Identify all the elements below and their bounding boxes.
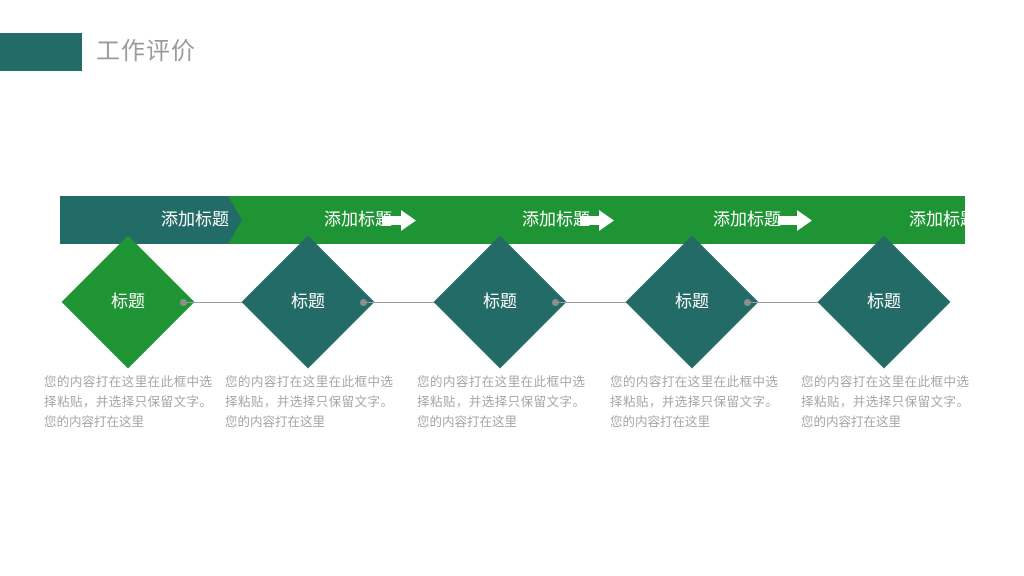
milestone-diamond-1[interactable] bbox=[61, 235, 195, 369]
header-accent-block bbox=[0, 33, 82, 71]
right-arrow-icon bbox=[382, 210, 416, 231]
milestone-description-3: 您的内容打在这里在此框中选择粘贴，并选择只保留文字。您的内容打在这里 bbox=[417, 375, 585, 429]
connector-line bbox=[748, 302, 828, 303]
connector-dot-left bbox=[360, 299, 367, 306]
right-arrow-icon bbox=[778, 210, 812, 231]
milestone-diamond-4[interactable] bbox=[625, 235, 759, 369]
slide-header: 工作评价 bbox=[0, 33, 1024, 71]
milestone-row: 标题 标题 标题 标题 标题 bbox=[0, 235, 1024, 369]
banner-step-label-4[interactable]: 添加标题 bbox=[713, 210, 781, 229]
milestone-diamond-2[interactable] bbox=[241, 235, 375, 369]
milestone-description-4: 您的内容打在这里在此框中选择粘贴，并选择只保留文字。您的内容打在这里 bbox=[610, 375, 778, 429]
banner-step-label-3[interactable]: 添加标题 bbox=[522, 210, 590, 229]
milestone-description-2: 您的内容打在这里在此框中选择粘贴，并选择只保留文字。您的内容打在这里 bbox=[225, 375, 393, 429]
milestone-description-5: 您的内容打在这里在此框中选择粘贴，并选择只保留文字。您的内容打在这里 bbox=[801, 375, 969, 429]
banner-step-label-2[interactable]: 添加标题 bbox=[324, 210, 392, 229]
banner-active-segment[interactable] bbox=[60, 196, 228, 244]
connector-dot-left bbox=[552, 299, 559, 306]
milestone-description-1: 您的内容打在这里在此框中选择粘贴，并选择只保留文字。您的内容打在这里 bbox=[44, 375, 212, 429]
page-title: 工作评价 bbox=[96, 38, 196, 65]
banner-step-label-1[interactable]: 添加标题 bbox=[161, 210, 229, 229]
banner-step-label-5[interactable]: 添加标题 bbox=[909, 210, 977, 229]
right-arrow-icon bbox=[580, 210, 614, 231]
connector-line bbox=[184, 302, 252, 303]
connector-line bbox=[556, 302, 636, 303]
connector-dot-left bbox=[180, 299, 187, 306]
connector-dot-left bbox=[744, 299, 751, 306]
connector-line bbox=[364, 302, 444, 303]
milestone-diamond-3[interactable] bbox=[433, 235, 567, 369]
milestone-diamond-5[interactable] bbox=[817, 235, 951, 369]
process-banner: 添加标题 添加标题 添加标题 添加标题 添加标题 bbox=[60, 196, 977, 244]
